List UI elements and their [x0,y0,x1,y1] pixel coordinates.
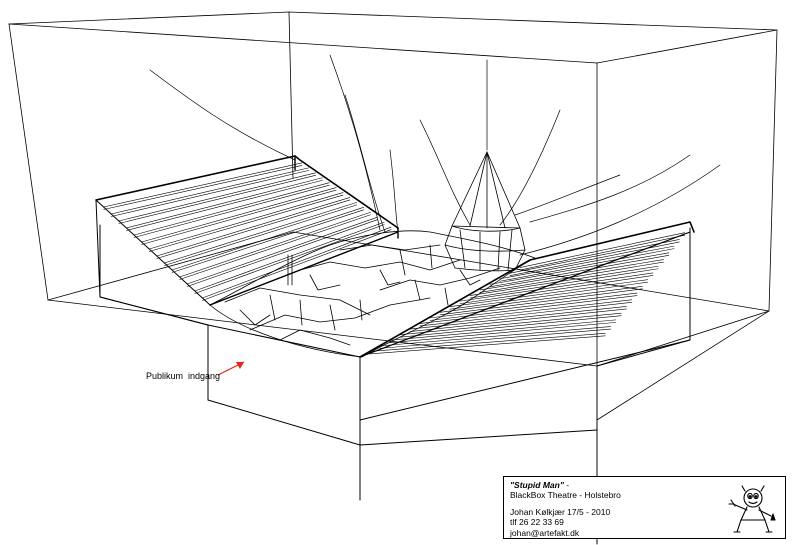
right-seat-row-edge-2 [509,241,680,276]
left-seat-rows [103,162,392,301]
left-seat-row-4 [126,177,323,229]
left-seat-row-edge-11 [179,214,371,280]
right-seat-row-edge-3 [499,248,675,282]
left-seat-row-7 [148,192,344,250]
right-seat-row-4 [489,252,670,285]
room-wireframe [8,11,778,545]
left-seat-row-14 [202,226,392,299]
entrance-arrow [217,361,245,376]
left-seat-row-edge-12 [186,219,378,287]
right-seat-row-edge-8 [449,281,648,310]
right-seat-row-6 [469,265,659,296]
left-seat-row-edge-1 [103,165,303,210]
right-seat-row-9 [439,286,643,313]
left-seat-row-edge-10 [171,209,364,273]
left-seat-row-13 [194,221,385,292]
email: johan@artefakt.dk [510,527,580,538]
right-seat-row-edge-10 [429,295,638,321]
right-seat-row-edge-15 [379,328,611,349]
left-seat-row-edge-13 [194,224,385,294]
venue: BlackBox Theatre - Holstebro [510,490,621,501]
left-seat-row-5 [133,182,330,236]
title-block: "Stupid Man" - BlackBox Theatre - Holste… [503,476,786,539]
title-line: "Stupid Man" - [510,480,621,490]
right-seat-row-7 [459,272,654,302]
right-seat-rows [369,232,686,355]
left-seat-row-10 [171,207,364,271]
right-seat-row-16 [369,332,606,352]
right-seat-row-edge-4 [489,255,670,288]
entrance-label: Publikum indgang [146,371,221,381]
right-seat-row-edge-12 [409,308,627,332]
right-seat-row-edge-13 [399,315,622,338]
left-seat-row-12 [186,216,378,285]
right-seat-row-edge-9 [439,288,643,316]
production-title: "Stupid Man" [510,480,564,490]
right-seat-row-edge-14 [389,322,617,344]
title-suffix: - [563,480,570,490]
left-seat-row-edge-5 [133,184,330,238]
left-seat-row-edge-3 [118,175,316,224]
left-seat-row-edge-9 [164,204,358,266]
canopy-tent [444,151,526,272]
left-seat-row-8 [156,197,351,257]
left-seat-row-edge-8 [156,199,351,259]
right-seat-row-edge-7 [459,275,654,304]
right-seat-row-2 [509,239,680,274]
right-seat-row-3 [499,245,675,280]
left-seat-row-edge-6 [141,189,337,245]
right-seating-block [359,221,695,446]
right-seat-row-11 [419,299,633,324]
left-seat-row-6 [141,187,337,243]
right-seat-row-1 [519,232,686,268]
right-seat-row-edge-6 [469,268,659,299]
right-seat-row-10 [429,292,638,319]
rigging-lines [149,54,721,256]
left-seat-row-edge-4 [126,179,323,231]
left-seat-row-11 [179,211,371,278]
author-date: Johan Kølkjær 17/5 - 2010 [510,506,611,517]
right-seat-row-5 [479,259,664,291]
left-seat-row-9 [164,202,358,264]
stage-pit [209,230,536,358]
left-seat-row-edge-14 [202,229,392,301]
right-seat-row-edge-16 [369,335,606,355]
right-seat-row-14 [389,319,617,341]
left-seat-row-2 [110,167,310,215]
phone: tlf 26 22 33 69 [510,517,564,528]
left-seat-row-1 [103,162,303,208]
right-seat-row-8 [449,279,648,308]
left-seat-row-3 [118,172,316,222]
title-block-text: "Stupid Man" - BlackBox Theatre - Holste… [510,480,621,538]
right-seat-row-13 [399,312,622,335]
right-seat-row-15 [379,326,611,347]
right-seat-row-12 [409,306,627,330]
right-seat-row-edge-5 [479,261,664,293]
left-seating-block [95,155,399,501]
left-seat-row-edge-7 [148,194,344,252]
left-seat-row-edge-2 [110,170,310,217]
right-seat-row-edge-1 [519,234,686,271]
right-seat-row-edge-11 [419,301,633,327]
cartoon-character-logo-icon [728,485,776,533]
